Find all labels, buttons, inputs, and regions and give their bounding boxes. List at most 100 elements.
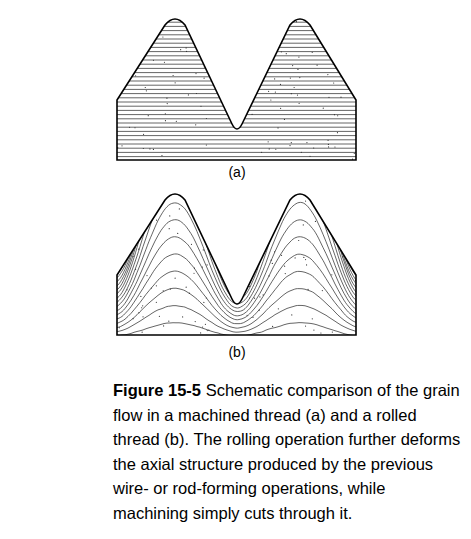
grain-dot xyxy=(237,115,238,116)
grain-dot xyxy=(193,273,194,274)
grain-dot xyxy=(280,84,281,85)
grain-dot xyxy=(135,269,136,270)
grain-dot xyxy=(303,257,304,258)
grain-dot xyxy=(327,140,328,141)
grain-dot xyxy=(274,78,275,79)
grain-dot xyxy=(264,50,265,51)
grain-dot xyxy=(136,33,137,34)
grain-dot xyxy=(149,148,150,149)
grain-dot xyxy=(334,114,335,115)
grain-line xyxy=(110,93,362,94)
grain-dot xyxy=(224,247,225,248)
grain-line xyxy=(110,185,362,304)
grain-line xyxy=(110,102,362,103)
grain-dot xyxy=(119,53,120,54)
grain-dot xyxy=(346,193,347,194)
grain-dot xyxy=(333,230,334,231)
grain-line xyxy=(110,90,362,240)
grain-dot xyxy=(290,77,291,78)
grain-line xyxy=(110,148,362,149)
grain-dot xyxy=(145,87,146,88)
grain-dot xyxy=(317,198,318,199)
grain-dot xyxy=(263,294,264,295)
grain-dot xyxy=(283,25,284,26)
grain-dot xyxy=(126,289,127,290)
grain-dot xyxy=(240,292,241,293)
grain-line xyxy=(110,34,362,35)
grain-flow-rolled xyxy=(110,42,362,340)
grain-dot xyxy=(271,37,272,38)
grain-dot xyxy=(142,316,143,317)
grain-dot xyxy=(146,275,147,276)
grain-line xyxy=(110,42,362,192)
grain-line xyxy=(110,94,362,244)
grain-line xyxy=(110,74,362,224)
grain-dot xyxy=(173,75,174,76)
grain-line xyxy=(110,46,362,196)
grain-dot xyxy=(162,36,163,37)
grain-dot xyxy=(130,56,131,57)
grain-dot xyxy=(213,225,214,226)
grain-line xyxy=(110,26,362,27)
grain-dot xyxy=(165,120,166,121)
grain-dot xyxy=(202,206,203,207)
grain-dot xyxy=(268,91,269,92)
figure-caption-block: Figure 15-5 Schematic comparison of the … xyxy=(113,378,465,525)
grain-dot xyxy=(195,73,196,74)
grain-line xyxy=(110,202,362,308)
grain-dot xyxy=(208,330,209,331)
grain-dot xyxy=(235,22,236,23)
grain-line xyxy=(110,118,362,119)
grain-dot xyxy=(305,200,306,201)
grain-line xyxy=(110,123,362,124)
panel-label: (b) xyxy=(226,344,247,360)
panel-label: (a) xyxy=(226,164,247,180)
grain-line xyxy=(110,22,362,23)
grain-flow-machined xyxy=(110,18,362,160)
grain-dot xyxy=(271,260,272,261)
grain-line xyxy=(110,60,362,61)
machined-thread-outline xyxy=(117,19,356,160)
grain-line xyxy=(110,85,362,86)
grain-dot xyxy=(202,266,203,267)
grain-line xyxy=(110,110,362,111)
grain-dot xyxy=(167,103,168,104)
grain-dot xyxy=(129,127,130,128)
grain-dot xyxy=(138,312,139,313)
grain-dot xyxy=(249,240,250,241)
grain-dot xyxy=(208,218,209,219)
grain-dot xyxy=(179,208,180,209)
grain-dot xyxy=(191,244,192,245)
grain-line xyxy=(110,122,362,272)
grain-dot xyxy=(272,263,273,264)
grain-line xyxy=(110,50,362,200)
grain-dot xyxy=(134,127,135,128)
grain-dot xyxy=(168,321,169,322)
grain-dot xyxy=(156,220,157,221)
grain-dot xyxy=(350,195,351,196)
grain-dot xyxy=(281,51,282,52)
grain-dot xyxy=(188,94,189,95)
grain-dot xyxy=(200,106,201,107)
space xyxy=(201,381,206,399)
grain-line xyxy=(110,106,362,107)
grain-dot xyxy=(135,75,136,76)
grain-dot xyxy=(199,223,200,224)
grain-dot xyxy=(342,256,343,257)
grain-dot xyxy=(320,332,321,333)
grain-line xyxy=(110,118,362,268)
grain-line xyxy=(110,82,362,232)
grain-dot xyxy=(254,298,255,299)
grain-dot xyxy=(354,49,355,50)
grain-dot xyxy=(292,65,293,66)
grain-dot xyxy=(332,199,333,200)
grain-dot xyxy=(163,198,164,199)
grain-line xyxy=(110,139,362,140)
grain-dot xyxy=(263,51,264,52)
grain-dot xyxy=(296,21,297,22)
grain-dot xyxy=(323,108,324,109)
grain-dot xyxy=(156,285,157,286)
grain-line xyxy=(110,76,362,77)
grain-dot xyxy=(166,98,167,99)
grain-dot xyxy=(135,18,136,19)
